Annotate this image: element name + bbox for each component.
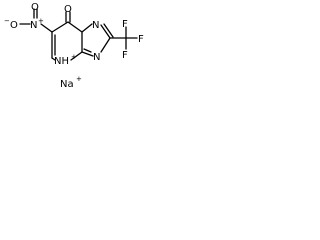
bond-ring-4 [70, 51, 83, 61]
bond-ring-2 [67, 21, 83, 33]
bond-tri-4-double [83, 48, 92, 53]
atom-triazole-n-bottom: N [93, 52, 100, 63]
charge-nh: + [71, 53, 77, 61]
atom-labels: O − N + O O N N NH + F F F Na + [4, 2, 144, 90]
bond-tri-1 [81, 23, 93, 33]
bond-nitro-c [40, 23, 53, 33]
atom-nh: NH [54, 56, 69, 67]
atom-o-minus: O [10, 20, 18, 31]
atom-nitro-n: N [30, 20, 37, 31]
bond-tri-4 [81, 51, 94, 57]
atom-f-mid: F [138, 34, 144, 45]
bonds [19, 8, 138, 61]
bond-ring-1 [51, 21, 69, 33]
bond-tri-2 [100, 24, 111, 39]
molecule-diagram: O − N + O O N N NH + F F F Na + [4, 2, 144, 90]
atom-f-bottom: F [122, 50, 128, 61]
counterion-na: Na [60, 79, 74, 90]
bond-tri-2-double [103, 23, 114, 38]
charge-o-minus: − [4, 17, 10, 25]
atom-nitro-o: O [31, 2, 39, 13]
bond-tri-3 [100, 37, 111, 53]
atom-carbonyl-o: O [64, 4, 72, 15]
chemical-structure-figure: O − N + O O N N NH + F F F Na + [0, 0, 153, 93]
charge-nitro-n: + [38, 17, 44, 25]
atom-f-top: F [122, 19, 128, 30]
counterion-charge: + [76, 75, 82, 83]
atom-triazole-n-top: N [92, 20, 99, 31]
